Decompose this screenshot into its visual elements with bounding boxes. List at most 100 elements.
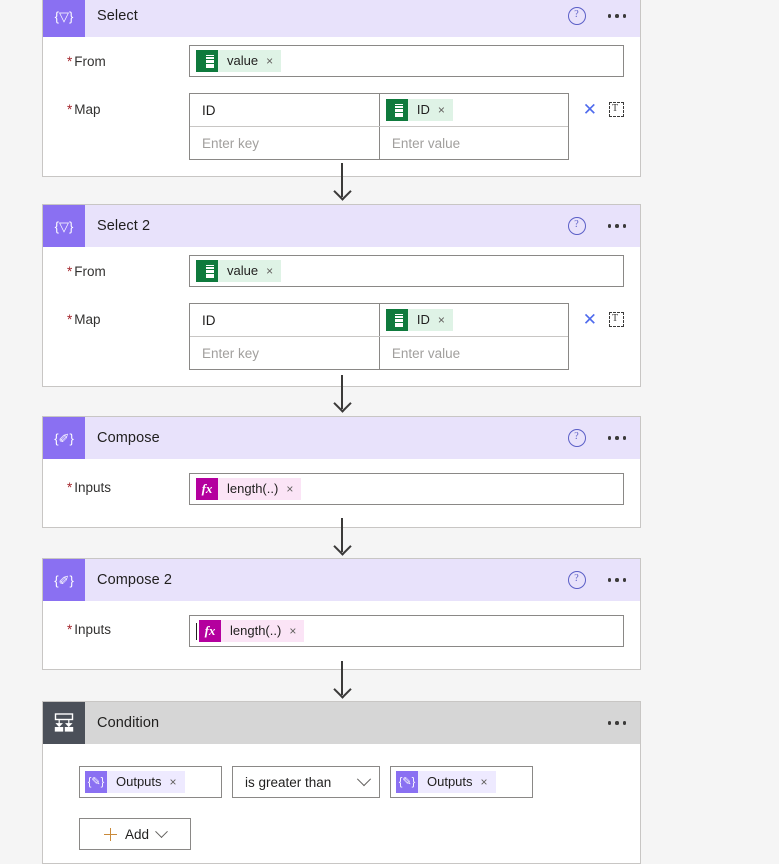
close-x-icon[interactable]: ✕ [582, 309, 597, 329]
action-card-compose[interactable]: {✐} Compose ? *Inputs fx length(..) [42, 416, 641, 528]
token-outputs-left[interactable]: {✎} Outputs × [85, 771, 185, 793]
token-label: length(..) [221, 620, 290, 642]
switch-to-text-mode-icon[interactable] [609, 101, 624, 117]
map-value-cell[interactable]: ID × [378, 94, 568, 126]
field-row-inputs: *Inputs fx length(..) × [59, 601, 624, 669]
field-control-from: value × [189, 45, 624, 77]
token-remove-icon[interactable]: × [480, 771, 496, 793]
required-marker: * [67, 480, 73, 495]
condition-left-operand[interactable]: {✎} Outputs × [79, 766, 222, 798]
field-label-inputs-text: Inputs [74, 480, 112, 495]
field-row-inputs: *Inputs fx length(..) × [59, 459, 624, 527]
card-header-actions-select-2: ? [567, 205, 629, 247]
help-icon[interactable]: ? [567, 217, 586, 235]
map-row: Enter key Enter value [190, 126, 568, 159]
fx-expression-icon: fx [199, 620, 221, 642]
field-row-from: *From value × [59, 37, 624, 85]
token-remove-icon[interactable]: × [286, 478, 302, 500]
select-icon-glyph: {▽} [54, 218, 74, 234]
card-header-compose-2[interactable]: {✐} Compose 2 ? [43, 559, 640, 601]
action-card-compose-2[interactable]: {✐} Compose 2 ? *Inputs fx length(..) [42, 558, 641, 670]
card-title-compose: Compose [97, 430, 160, 446]
token-remove-icon[interactable]: × [289, 620, 305, 642]
map-value-cell[interactable]: ID × [378, 304, 568, 336]
compose-icon-glyph: {✐} [54, 430, 74, 446]
card-header-compose[interactable]: {✐} Compose ? [43, 417, 640, 459]
outputs-braces-pen-icon: {✎} [396, 771, 418, 793]
from-input[interactable]: value × [189, 45, 624, 77]
token-remove-icon[interactable]: × [266, 260, 282, 282]
close-x-icon[interactable]: ✕ [582, 99, 597, 119]
card-body-select: *From value × *Map [43, 37, 640, 176]
add-condition-button[interactable]: Add [79, 818, 191, 850]
action-card-condition[interactable]: Condition {✎} Outputs × is greater than [42, 701, 641, 864]
more-menu-icon[interactable] [606, 218, 629, 234]
field-control-inputs: fx length(..) × [189, 615, 624, 647]
condition-right-operand[interactable]: {✎} Outputs × [390, 766, 533, 798]
action-card-select[interactable]: {▽} Select ? *From value × [42, 0, 641, 177]
map-value-cell-empty[interactable]: Enter value [378, 337, 568, 369]
excel-icon [385, 309, 408, 331]
help-icon[interactable]: ? [567, 7, 586, 25]
token-label: length(..) [218, 478, 287, 500]
card-header-condition[interactable]: Condition [43, 702, 640, 744]
field-row-from: *From value × [59, 247, 624, 295]
token-expression-length[interactable]: fx length(..) × [196, 478, 302, 500]
switch-to-text-mode-icon[interactable] [609, 311, 624, 327]
more-menu-icon[interactable] [606, 715, 629, 731]
map-key-cell[interactable]: ID [190, 304, 379, 336]
card-title-compose-2: Compose 2 [97, 572, 173, 588]
field-control-inputs: fx length(..) × [189, 473, 624, 505]
required-marker: * [67, 312, 73, 327]
field-label-map: *Map [59, 303, 189, 327]
from-input[interactable]: value × [189, 255, 624, 287]
token-expression-length[interactable]: fx length(..) × [199, 620, 305, 642]
action-card-select-2[interactable]: {▽} Select 2 ? *From value × [42, 204, 641, 387]
field-label-inputs: *Inputs [59, 615, 189, 637]
excel-icon [196, 260, 218, 282]
token-value-excel[interactable]: value × [196, 260, 282, 282]
field-row-map: *Map ID ID × [59, 295, 624, 378]
more-menu-icon[interactable] [606, 8, 629, 24]
map-key-cell-empty[interactable]: Enter key [190, 127, 379, 159]
fx-expression-icon: fx [196, 478, 218, 500]
card-header-select-2[interactable]: {▽} Select 2 ? [43, 205, 640, 247]
map-row: ID ID × [190, 304, 568, 336]
card-body-select-2: *From value × *Map [43, 247, 640, 386]
chevron-down-icon [356, 772, 372, 787]
inputs-input[interactable]: fx length(..) × [189, 615, 624, 647]
map-value-cell-empty[interactable]: Enter value [378, 127, 568, 159]
connector-arrow [333, 518, 352, 556]
help-icon[interactable]: ? [567, 571, 586, 589]
fx-glyph: fx [201, 481, 213, 496]
field-label-map: *Map [59, 93, 189, 117]
token-remove-icon[interactable]: × [437, 309, 453, 331]
condition-operator-dropdown[interactable]: is greater than [232, 766, 380, 798]
token-id-excel[interactable]: ID × [385, 309, 453, 331]
card-body-compose-2: *Inputs fx length(..) × [43, 601, 640, 669]
token-outputs-right[interactable]: {✎} Outputs × [396, 771, 496, 793]
field-row-map: *Map ID ID × [59, 85, 624, 168]
token-remove-icon[interactable]: × [437, 99, 453, 121]
field-label-map-text: Map [74, 102, 101, 117]
more-menu-icon[interactable] [606, 572, 629, 588]
card-body-condition: {✎} Outputs × is greater than {✎} Output… [43, 744, 640, 860]
field-label-from: *From [59, 45, 189, 69]
help-icon[interactable]: ? [567, 429, 586, 447]
field-control-map: ID ID × E [189, 303, 624, 370]
field-label-map-text: Map [74, 312, 101, 327]
inputs-input[interactable]: fx length(..) × [189, 473, 624, 505]
token-label: Outputs [107, 771, 170, 793]
more-menu-icon[interactable] [606, 430, 629, 446]
card-header-actions-condition [606, 702, 629, 744]
map-key-cell-empty[interactable]: Enter key [190, 337, 379, 369]
token-remove-icon[interactable]: × [169, 771, 185, 793]
card-header-actions-select: ? [567, 0, 629, 37]
map-key-cell[interactable]: ID [190, 94, 379, 126]
token-id-excel[interactable]: ID × [385, 99, 453, 121]
token-value-excel[interactable]: value × [196, 50, 282, 72]
card-header-select[interactable]: {▽} Select ? [43, 0, 640, 37]
token-remove-icon[interactable]: × [266, 50, 282, 72]
card-title-select-2: Select 2 [97, 218, 151, 234]
